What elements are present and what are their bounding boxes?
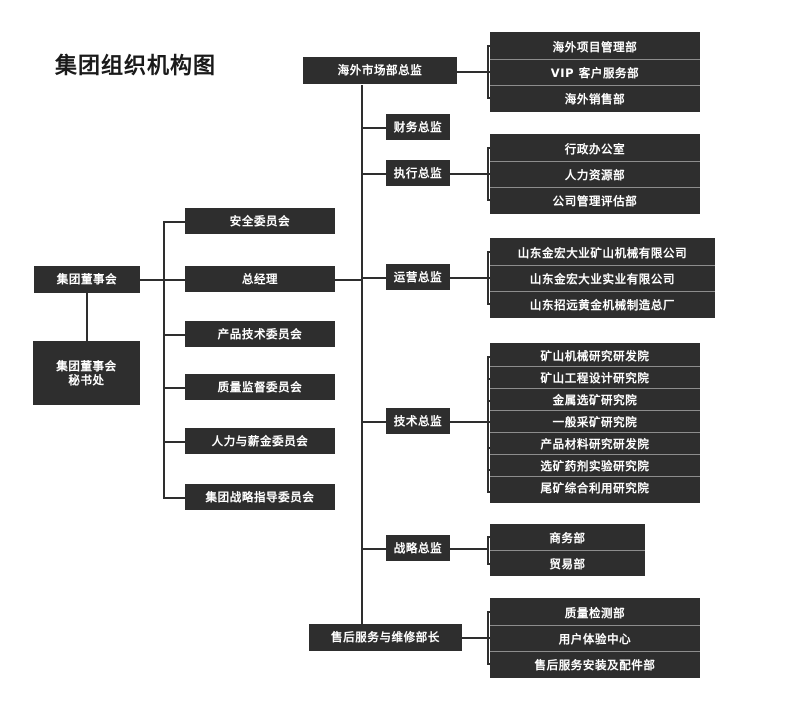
node-overseas-project-management[interactable]: 海外项目管理部 — [490, 34, 700, 60]
trunk-stub-technical — [361, 421, 387, 423]
node-board-secretariat-line1: 集团董事会 — [56, 358, 117, 373]
node-administration-office[interactable]: 行政办公室 — [490, 136, 700, 162]
node-trade-department[interactable]: 贸易部 — [490, 551, 645, 576]
connector-technical-to-bus — [450, 421, 488, 423]
node-company-management-evaluation[interactable]: 公司管理评估部 — [490, 188, 700, 214]
stack-aftersales-children: 质量检测部 用户体验中心 售后服务安装及配件部 — [490, 598, 700, 678]
committee-stub-gm — [163, 279, 186, 281]
technical-bus — [487, 356, 489, 491]
connector-overseas-to-bus — [457, 71, 489, 73]
connector-operations-to-bus — [450, 277, 488, 279]
connector-strategy-to-bus — [450, 548, 488, 550]
node-human-resources[interactable]: 人力资源部 — [490, 162, 700, 188]
node-committee-group-strategy[interactable]: 集团战略指导委员会 — [185, 484, 335, 510]
node-technical-director[interactable]: 技术总监 — [386, 408, 450, 434]
committee-stub-product — [163, 334, 186, 336]
trunk-stub-executive — [361, 173, 387, 175]
main-trunk-lower — [361, 279, 363, 638]
node-tailings-utilization-institute[interactable]: 尾矿综合利用研究院 — [490, 477, 700, 499]
node-metal-beneficiation-institute[interactable]: 金属选矿研究院 — [490, 389, 700, 411]
connector-executive-to-bus — [450, 173, 488, 175]
stack-technical-children: 矿山机械研究研发院 矿山工程设计研究院 金属选矿研究院 一般采矿研究院 产品材料… — [490, 343, 700, 503]
node-mining-machinery-rd-institute[interactable]: 矿山机械研究研发院 — [490, 345, 700, 367]
connector-board-to-secretariat — [86, 293, 88, 341]
node-quality-inspection[interactable]: 质量检测部 — [490, 600, 700, 626]
node-committee-product-tech[interactable]: 产品技术委员会 — [185, 321, 335, 347]
trunk-stub-operations — [361, 277, 387, 279]
node-general-manager[interactable]: 总经理 — [185, 266, 335, 292]
trunk-stub-aftersales-vertical — [361, 608, 363, 638]
node-strategy-director[interactable]: 战略总监 — [386, 535, 450, 561]
committee-stub-strategy-guide — [163, 497, 186, 499]
node-board-secretariat-line2: 秘书处 — [68, 373, 105, 387]
connector-board-to-spine — [140, 279, 164, 281]
node-board-secretariat[interactable]: 集团董事会 秘书处 — [33, 341, 140, 405]
node-overseas-market-director[interactable]: 海外市场部总监 — [303, 57, 457, 84]
committee-stub-quality — [163, 387, 186, 389]
stack-operations-children: 山东金宏大业矿山机械有限公司 山东金宏大业实业有限公司 山东招远黄金机械制造总厂 — [490, 238, 715, 318]
stack-executive-children: 行政办公室 人力资源部 公司管理评估部 — [490, 134, 700, 214]
node-product-materials-rd-institute[interactable]: 产品材料研究研发院 — [490, 433, 700, 455]
node-zhaoyuan-gold-machinery-plant[interactable]: 山东招远黄金机械制造总厂 — [490, 292, 715, 318]
node-executive-director[interactable]: 执行总监 — [386, 160, 450, 186]
page-title: 集团组织机构图 — [55, 54, 217, 79]
stack-strategy-children: 商务部 贸易部 — [490, 524, 645, 576]
committee-stub-safety — [163, 221, 186, 223]
node-finance-director[interactable]: 财务总监 — [386, 114, 450, 140]
node-jinhong-mining-machinery-co[interactable]: 山东金宏大业矿山机械有限公司 — [490, 240, 715, 266]
node-committee-hr-salary[interactable]: 人力与薪金委员会 — [185, 428, 335, 454]
node-jinhong-industrial-co[interactable]: 山东金宏大业实业有限公司 — [490, 266, 715, 292]
node-mining-engineering-design-institute[interactable]: 矿山工程设计研究院 — [490, 367, 700, 389]
committee-spine — [163, 221, 165, 498]
node-committee-quality-supervision[interactable]: 质量监督委员会 — [185, 374, 335, 400]
node-overseas-sales[interactable]: 海外销售部 — [490, 86, 700, 112]
connector-aftersales-to-bus — [462, 637, 488, 639]
node-board[interactable]: 集团董事会 — [34, 266, 140, 293]
node-aftersales-install-parts[interactable]: 售后服务安装及配件部 — [490, 652, 700, 678]
node-general-mining-institute[interactable]: 一般采矿研究院 — [490, 411, 700, 433]
node-vip-customer-service[interactable]: VIP 客户服务部 — [490, 60, 700, 86]
node-committee-safety[interactable]: 安全委员会 — [185, 208, 335, 234]
trunk-stub-strategy — [361, 548, 387, 550]
trunk-stub-finance — [361, 127, 387, 129]
stack-overseas-children: 海外项目管理部 VIP 客户服务部 海外销售部 — [490, 32, 700, 112]
connector-gm-to-trunk — [335, 279, 362, 281]
node-aftersales-head[interactable]: 售后服务与维修部长 — [309, 624, 462, 651]
node-operations-director[interactable]: 运营总监 — [386, 264, 450, 290]
main-trunk-upper — [361, 85, 363, 280]
node-business-department[interactable]: 商务部 — [490, 526, 645, 551]
strategy-bus — [487, 536, 489, 564]
node-beneficiation-reagent-lab-institute[interactable]: 选矿药剂实验研究院 — [490, 455, 700, 477]
committee-stub-hr — [163, 441, 186, 443]
node-user-experience-center[interactable]: 用户体验中心 — [490, 626, 700, 652]
